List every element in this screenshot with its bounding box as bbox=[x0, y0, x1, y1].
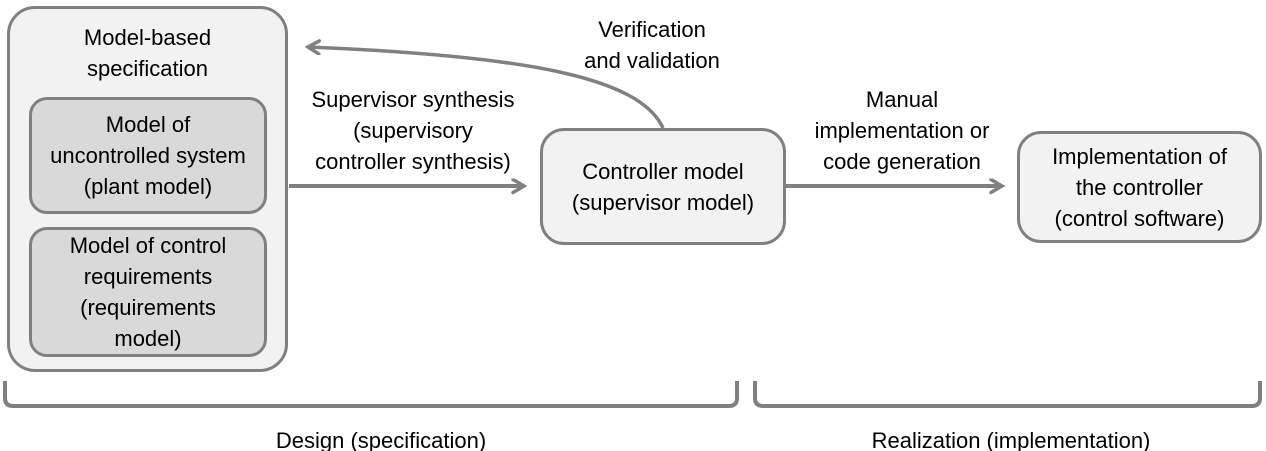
realization-phase-label: Realization (implementation) bbox=[871, 428, 1151, 451]
manual-implementation-arrow-label: Manual implementation or code generation bbox=[814, 87, 990, 174]
plant-model-label: Model of uncontrolled system (plant mode… bbox=[50, 112, 246, 199]
plant-model-box: Model of uncontrolled system (plant mode… bbox=[29, 97, 267, 214]
model-based-specification-box: Model-based specification Model of uncon… bbox=[7, 6, 288, 372]
implementation-label: Implementation of the controller (contro… bbox=[1052, 143, 1227, 231]
verification-arrow bbox=[308, 47, 665, 129]
requirements-model-label: Model of control requirements (requireme… bbox=[69, 233, 227, 351]
design-phase-label: Design (specification) bbox=[275, 428, 487, 451]
supervisor-synthesis-arrow-label: Supervisor synthesis (supervisory contro… bbox=[311, 87, 515, 174]
model-based-specification-title: Model-based specification bbox=[83, 25, 212, 81]
design-bracket bbox=[3, 381, 739, 408]
requirements-model-box: Model of control requirements (requireme… bbox=[29, 227, 267, 357]
implementation-box: Implementation of the controller (contro… bbox=[1017, 131, 1262, 243]
realization-bracket bbox=[753, 381, 1262, 408]
verification-validation-arrow-label: Verification and validation bbox=[584, 17, 720, 73]
controller-model-box: Controller model (supervisor model) bbox=[540, 128, 786, 245]
controller-model-label: Controller model (supervisor model) bbox=[571, 158, 755, 215]
